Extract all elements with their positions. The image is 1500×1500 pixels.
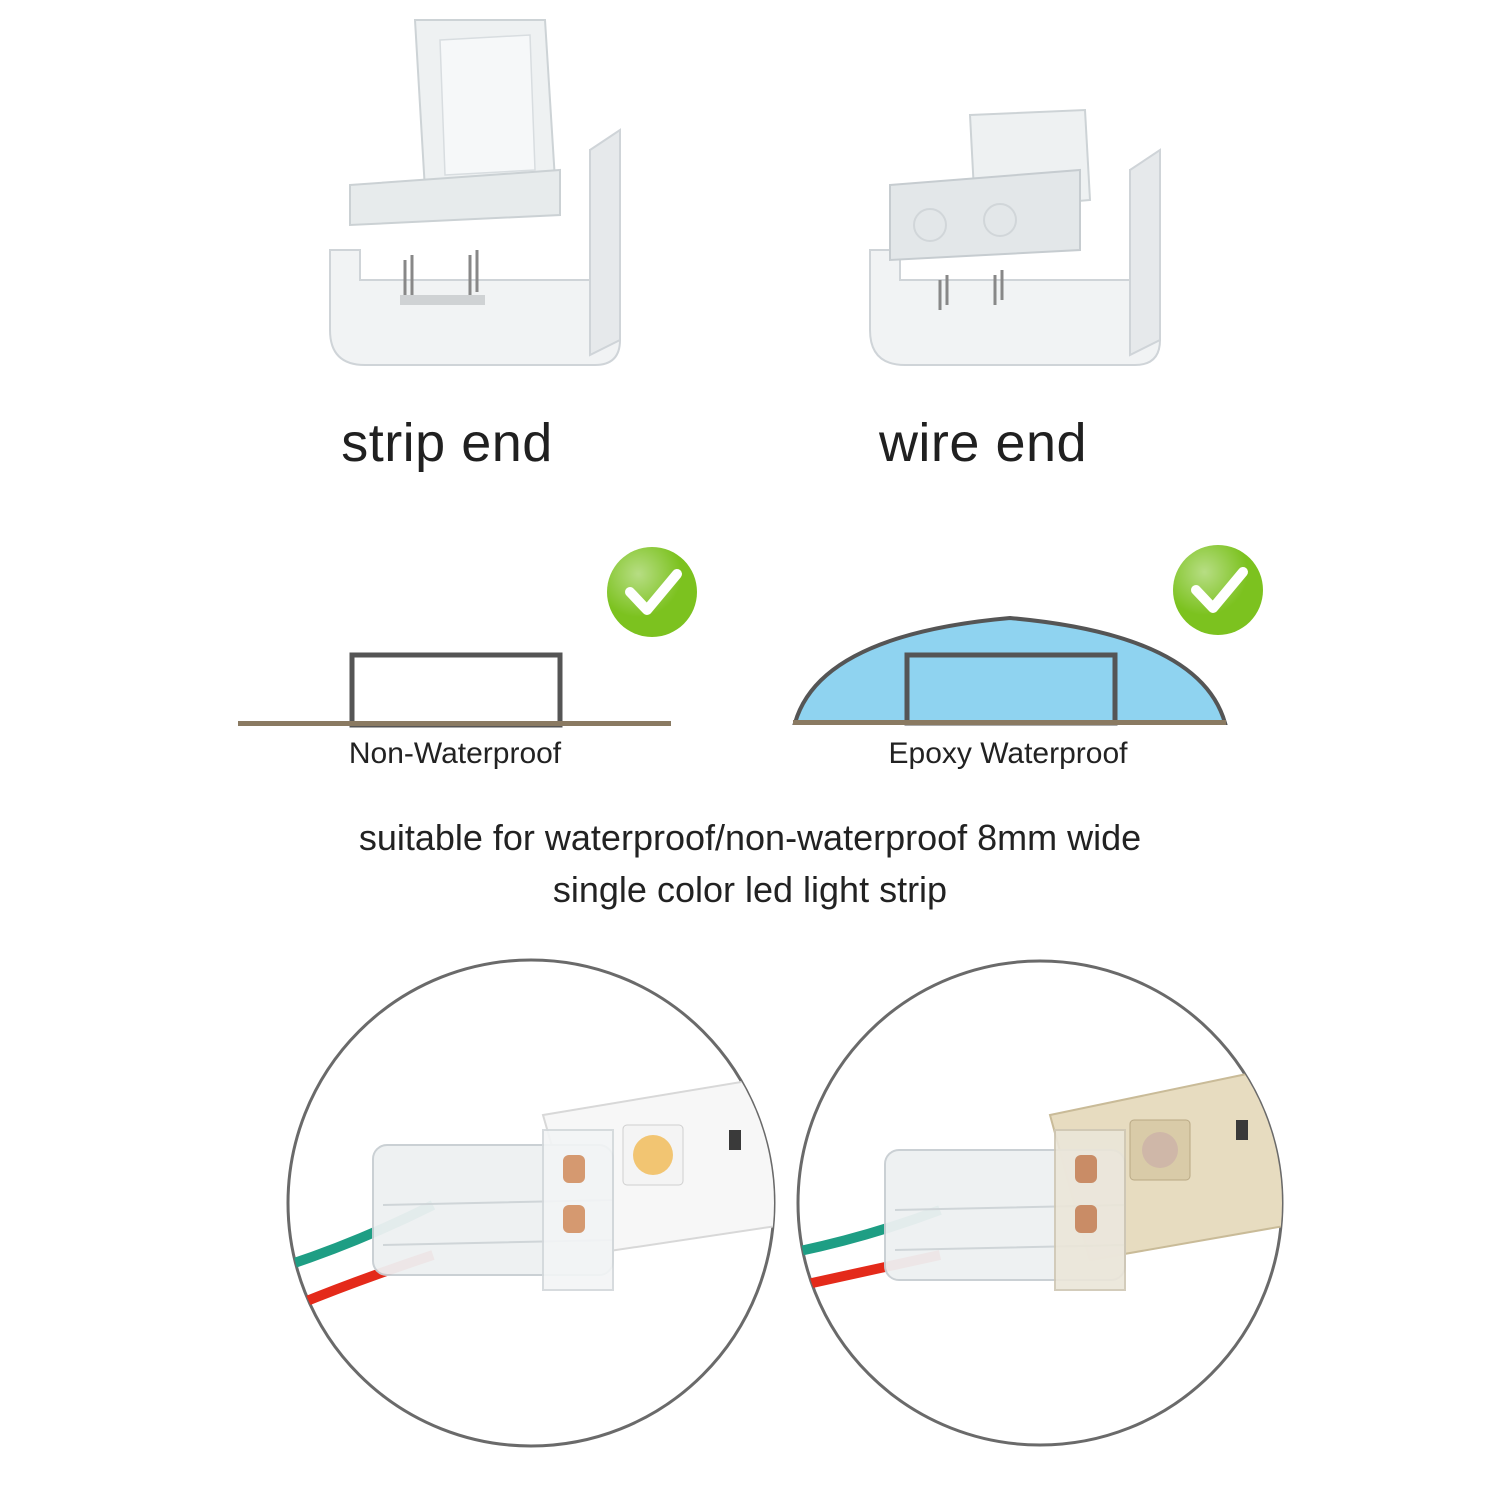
wire-end-connector-photo bbox=[740, 0, 1260, 400]
compatibility-description: suitable for waterproof/non-waterproof 8… bbox=[150, 812, 1350, 916]
epoxy-waterproof-diagram bbox=[780, 540, 1280, 740]
strip-end-connector-photo bbox=[200, 0, 720, 400]
non-waterproof-strip-closeup bbox=[283, 955, 783, 1455]
description-line-1: suitable for waterproof/non-waterproof 8… bbox=[358, 817, 1142, 858]
description-line-2: single color led light strip bbox=[552, 869, 948, 910]
wire-end-label: wire end bbox=[878, 413, 1088, 473]
non-waterproof-diagram bbox=[230, 540, 730, 740]
non-waterproof-label: Non-Waterproof bbox=[348, 737, 562, 770]
waterproof-strip-closeup bbox=[790, 955, 1290, 1455]
epoxy-waterproof-label: Epoxy Waterproof bbox=[888, 737, 1128, 770]
epoxy-waterproof-illustration bbox=[792, 545, 1263, 726]
non-waterproof-illustration bbox=[238, 547, 697, 728]
non-waterproof-closeup-illustration bbox=[286, 958, 776, 1448]
checkmark-icon bbox=[607, 547, 697, 637]
wire-end-connector-illustration bbox=[869, 108, 1161, 366]
strip-end-connector-illustration bbox=[329, 19, 621, 366]
waterproof-closeup-illustration bbox=[796, 959, 1284, 1447]
strip-end-label: strip end bbox=[341, 413, 553, 473]
checkmark-icon bbox=[1173, 545, 1263, 635]
